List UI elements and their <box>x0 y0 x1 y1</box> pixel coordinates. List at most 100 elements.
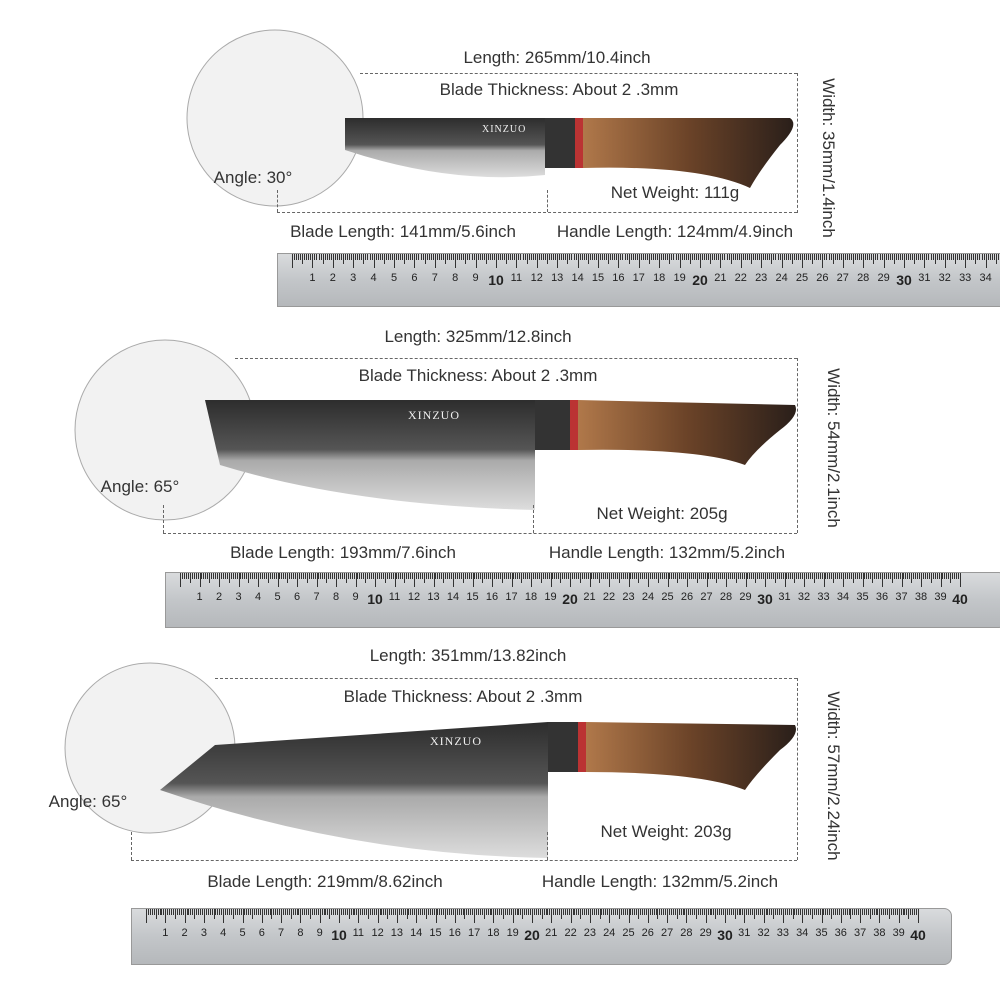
ruler-tick <box>788 573 790 579</box>
ruler-tick <box>804 573 805 587</box>
ruler-tick <box>505 573 507 579</box>
ruler-tick <box>306 254 308 260</box>
ruler-tick <box>744 254 746 260</box>
ruler-tick <box>694 573 696 579</box>
ruler-tick <box>728 254 730 260</box>
ruler-tick <box>757 573 759 579</box>
ruler-tick <box>514 909 516 915</box>
ruler-tick <box>205 909 207 915</box>
ruler-tick <box>181 573 183 579</box>
ruler-tick <box>431 909 433 915</box>
ruler-tick <box>587 254 589 264</box>
ruler-tick <box>462 909 464 915</box>
ruler-tick <box>215 909 217 915</box>
ruler-tick <box>178 909 180 915</box>
ruler-tick <box>657 909 659 919</box>
total-length: Length: 325mm/12.8inch <box>384 327 572 346</box>
ruler-tick <box>508 909 510 915</box>
ruler-tick <box>653 254 655 260</box>
ruler-tick <box>695 254 697 260</box>
ruler-tick <box>640 254 642 260</box>
blade-width: Width: 54mm/2.1inch <box>824 368 843 528</box>
ruler-tick <box>802 254 803 268</box>
ruler-number: 35 <box>815 927 828 939</box>
ruler-tick <box>708 573 710 579</box>
edge-angle: Angle: 65° <box>48 792 128 811</box>
ruler-tick <box>799 254 801 260</box>
ruler-tick <box>329 909 331 919</box>
ruler-number: 3 <box>350 272 357 284</box>
ruler-tick <box>860 573 862 579</box>
ruler-tick <box>809 573 811 579</box>
ruler-tick <box>779 909 781 915</box>
ruler-tick <box>213 573 215 579</box>
ruler-tick <box>381 909 383 915</box>
ruler-tick <box>378 573 380 579</box>
ruler-tick <box>287 573 289 583</box>
ruler-tick <box>836 254 838 260</box>
ruler-tick <box>265 909 267 915</box>
ruler-tick <box>483 254 485 260</box>
ruler-number: 16 <box>485 591 499 603</box>
ruler-tick <box>703 909 705 915</box>
ruler-tick <box>242 909 244 923</box>
ruler-tick <box>404 573 406 583</box>
ruler-tick <box>853 254 854 264</box>
ruler-tick <box>757 254 759 260</box>
ruler-tick <box>525 573 527 579</box>
ruler-number: 6 <box>293 591 301 603</box>
ruler-number: 21 <box>583 591 596 603</box>
ruler-tick <box>823 909 825 915</box>
ruler-tick <box>761 254 763 268</box>
ruler-tick <box>736 909 738 915</box>
ruler-tick <box>281 573 283 579</box>
ruler-tick <box>553 254 555 260</box>
ruler-tick <box>706 254 708 260</box>
ruler-tick <box>677 254 679 260</box>
ruler-number: 24 <box>641 591 655 603</box>
ruler-tick <box>921 573 922 587</box>
ruler-number: 12 <box>530 272 543 284</box>
ruler-tick <box>508 254 510 260</box>
ruler-tick <box>965 254 967 268</box>
ruler-tick <box>620 909 622 915</box>
ruler-tick <box>297 573 298 587</box>
ruler-tick <box>509 573 511 579</box>
ruler-tick <box>723 909 725 915</box>
ruler-tick <box>822 254 824 268</box>
ruler-tick <box>910 254 912 260</box>
ruler-tick <box>789 254 791 260</box>
ruler-tick <box>318 573 320 579</box>
ruler-tick <box>149 909 151 915</box>
ruler-number: 13 <box>551 272 564 284</box>
ruler-tick <box>814 254 816 260</box>
knife-3 <box>64 662 796 858</box>
ruler-tick <box>840 909 842 923</box>
ruler-tick <box>798 573 800 579</box>
ruler-tick <box>883 909 885 915</box>
ruler-tick <box>690 573 692 579</box>
ruler-tick <box>185 573 187 579</box>
ruler-tick <box>375 573 376 587</box>
ruler-tick <box>493 254 495 260</box>
net-weight: Net Weight: 205g <box>596 504 728 523</box>
ruler-tick <box>575 254 577 260</box>
ruler-tick <box>880 573 882 579</box>
ruler-tick <box>369 909 371 915</box>
ruler-tick <box>230 909 232 915</box>
ruler-tick <box>232 573 234 579</box>
ruler-tick <box>193 573 195 579</box>
ruler-tick <box>292 909 294 915</box>
ruler-tick <box>727 573 729 579</box>
ruler-tick <box>547 254 548 264</box>
ruler-tick <box>889 909 891 919</box>
ruler-tick <box>459 254 461 260</box>
blade-width: Width: 35mm/1.4inch <box>819 78 838 238</box>
ruler-tick <box>306 909 308 915</box>
ruler-number: 12 <box>371 927 384 939</box>
ruler-tick <box>574 909 576 915</box>
ruler-tick <box>406 909 408 919</box>
ruler-number: 3 <box>235 591 242 603</box>
ruler-tick <box>201 573 203 579</box>
ruler-tick <box>891 254 893 260</box>
